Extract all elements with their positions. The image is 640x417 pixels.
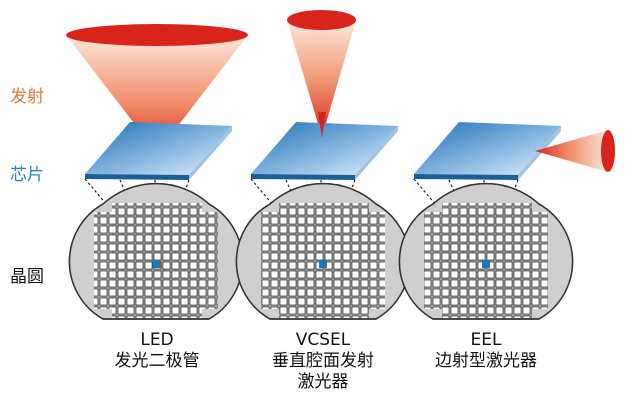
- row-label-emission: 发射: [10, 87, 44, 107]
- row-label-chip: 芯片: [10, 165, 44, 185]
- led-wafer: [68, 182, 244, 320]
- vcsel-emission-cone: [287, 20, 356, 137]
- caption-vcsel-name-line1: 垂直腔面发射: [272, 351, 374, 371]
- vcsel-emission-disc: [287, 10, 356, 30]
- caption-led: LED 发光二极管: [77, 330, 237, 372]
- eel-emission-cone: [535, 130, 608, 172]
- led-chip: [85, 122, 232, 180]
- caption-eel: EEL 边射型激光器: [406, 330, 566, 372]
- vcsel-die-marker: [319, 260, 327, 268]
- caption-vcsel: VCSEL 垂直腔面发射 激光器: [243, 330, 403, 393]
- caption-vcsel-abbr: VCSEL: [295, 330, 351, 350]
- eel-emission-disc: [601, 130, 615, 172]
- row-label-wafer: 晶圆: [10, 267, 44, 287]
- caption-led-abbr: LED: [140, 330, 174, 350]
- vcsel-column: [235, 10, 411, 320]
- vcsel-chip: [251, 112, 398, 180]
- caption-led-name: 发光二极管: [114, 351, 200, 371]
- eel-wafer: [398, 182, 574, 320]
- caption-vcsel-name-line2: 激光器: [297, 372, 349, 392]
- caption-eel-name: 边射型激光器: [435, 351, 537, 371]
- eel-column: [398, 122, 615, 320]
- eel-chip: [414, 122, 561, 180]
- led-column: [66, 24, 248, 320]
- led-emission-cone: [66, 35, 248, 153]
- caption-eel-abbr: EEL: [470, 330, 502, 350]
- eel-die-marker: [482, 260, 490, 268]
- vcsel-wafer: [235, 182, 411, 320]
- led-emission-disc: [66, 24, 248, 46]
- led-die-marker: [152, 260, 161, 268]
